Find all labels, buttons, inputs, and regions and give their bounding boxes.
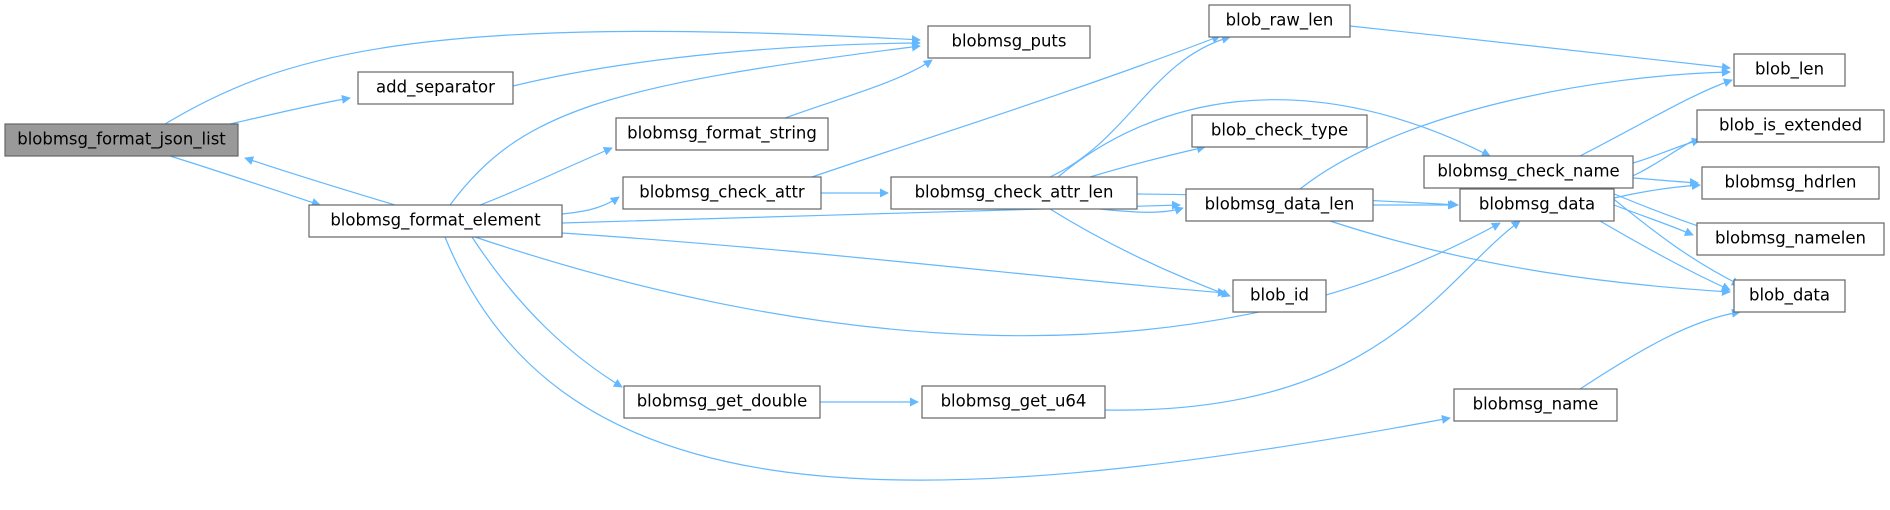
node-blobmsg-check-attr-len[interactable]: blobmsg_check_attr_len: [890, 176, 1138, 210]
node-label: blobmsg_name: [1473, 395, 1599, 415]
node-blobmsg-format-element[interactable]: blobmsg_format_element: [308, 204, 563, 238]
edge-check-attr-len-to-data-len: [1099, 206, 1184, 215]
node-blobmsg-check-name[interactable]: blobmsg_check_name: [1423, 155, 1634, 189]
node-label: blobmsg_namelen: [1715, 229, 1866, 249]
edge-check-name-to-namelen: [1599, 187, 1711, 232]
node-blobmsg-format-json-list[interactable]: blobmsg_format_json_list: [4, 123, 239, 157]
node-blobmsg-data-len[interactable]: blobmsg_data_len: [1185, 188, 1374, 222]
nodes-layer: blobmsg_format_json_list add_separator b…: [4, 4, 1885, 422]
edge-check-attr-len-to-blob-check-type: [1089, 144, 1206, 178]
node-blob-raw-len[interactable]: blob_raw_len: [1208, 4, 1351, 38]
node-label: blob_id: [1250, 286, 1309, 306]
edge-get-u64-to-blobmsg-data: [1104, 220, 1521, 411]
node-label: blobmsg_get_u64: [941, 392, 1087, 412]
node-label: blobmsg_check_attr_len: [915, 183, 1114, 203]
node-label: blobmsg_check_name: [1437, 162, 1619, 182]
node-label: blobmsg_puts: [951, 32, 1066, 52]
node-blob-data[interactable]: blob_data: [1733, 279, 1846, 313]
edge-blobmsg-data-to-blob-data: [1599, 220, 1731, 291]
edge-format-string-to-puts: [784, 59, 933, 119]
node-blob-id[interactable]: blob_id: [1232, 279, 1327, 313]
node-blobmsg-get-double[interactable]: blobmsg_get_double: [623, 385, 821, 419]
edges-layer: [164, 25, 1741, 481]
node-blobmsg-check-attr[interactable]: blobmsg_check_attr: [622, 176, 822, 210]
edge-check-name-to-blob-len: [1579, 78, 1733, 157]
edge-format-element-to-puts: [449, 42, 921, 206]
node-label: blobmsg_data_len: [1205, 195, 1355, 215]
edge-blob-raw-len-to-blob-len: [1349, 25, 1731, 72]
edge-format-element-to-format-string: [479, 147, 613, 206]
edge-check-attr-len-to-blob-id: [1049, 208, 1231, 298]
edge-format-element-to-blobmsg-data: [474, 222, 1501, 337]
node-blobmsg-puts[interactable]: blobmsg_puts: [927, 25, 1091, 59]
edge-blobmsg-data-to-namelen: [1613, 204, 1694, 236]
node-label: blob_raw_len: [1226, 11, 1334, 31]
edge-check-name-to-hdrlen: [1632, 177, 1699, 188]
node-label: blob_check_type: [1211, 121, 1348, 141]
edge-data-len-to-blob-len: [1299, 67, 1731, 190]
node-blob-len[interactable]: blob_len: [1733, 53, 1846, 87]
edge-format-element-to-get-double: [471, 236, 623, 388]
node-blobmsg-get-u64[interactable]: blobmsg_get_u64: [921, 385, 1106, 419]
node-label: add_separator: [376, 78, 495, 98]
node-label: blobmsg_format_string: [627, 124, 817, 144]
edge-format-element-to-json-list: [244, 156, 396, 206]
node-label: blobmsg_check_attr: [639, 183, 805, 203]
node-blob-check-type[interactable]: blob_check_type: [1191, 114, 1368, 148]
edge-format-element-to-check-attr: [561, 196, 620, 215]
node-blobmsg-data[interactable]: blobmsg_data: [1459, 188, 1615, 222]
edge-format-element-to-blob-id: [561, 232, 1227, 297]
node-label: blobmsg_hdrlen: [1725, 173, 1857, 193]
edge-add-separator-to-puts: [512, 38, 921, 87]
node-blobmsg-namelen[interactable]: blobmsg_namelen: [1696, 222, 1885, 256]
node-label: blob_is_extended: [1719, 116, 1862, 136]
node-label: blobmsg_data: [1479, 195, 1595, 215]
node-blob-is-extended[interactable]: blob_is_extended: [1696, 109, 1885, 143]
node-blobmsg-format-string[interactable]: blobmsg_format_string: [615, 117, 829, 151]
edge-format-element-to-blobmsg-name: [444, 236, 1451, 481]
edge-check-attr-len-to-check-name: [1057, 99, 1491, 178]
node-label: blobmsg_get_double: [637, 392, 808, 412]
node-blobmsg-name[interactable]: blobmsg_name: [1453, 388, 1618, 422]
node-label: blob_data: [1749, 286, 1830, 306]
edge-json-list-to-add-separator: [229, 94, 351, 125]
node-label: blobmsg_format_json_list: [17, 130, 226, 150]
edge-json-list-to-format-element: [169, 155, 321, 207]
edge-blobmsg-data-to-hdrlen: [1613, 181, 1701, 199]
edge-check-attr-to-blob-raw-len: [811, 34, 1221, 178]
node-add-separator[interactable]: add_separator: [357, 71, 514, 105]
edge-blobmsg-name-to-blob-data: [1579, 308, 1741, 390]
edge-json-list-to-puts: [164, 30, 921, 125]
edge-data-len-to-blob-data: [1329, 220, 1731, 296]
node-blobmsg-hdrlen[interactable]: blobmsg_hdrlen: [1701, 166, 1880, 200]
node-label: blob_len: [1755, 60, 1824, 80]
node-label: blobmsg_format_element: [330, 211, 541, 231]
edge-check-name-to-blob-is-extended: [1632, 137, 1701, 164]
